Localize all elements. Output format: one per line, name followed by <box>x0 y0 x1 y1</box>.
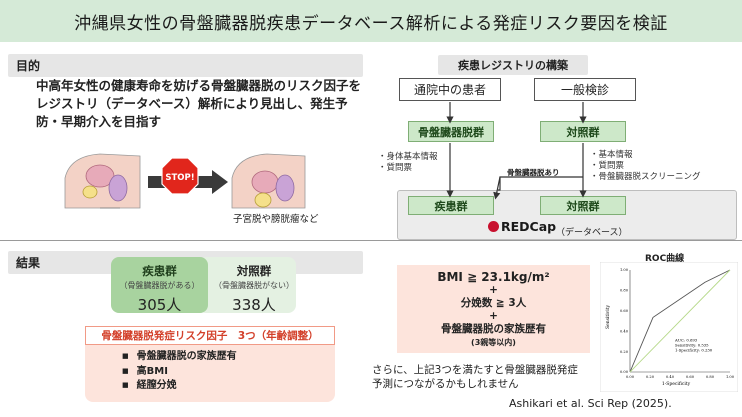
left-info-list: ・身体基本情報 ・質問票 <box>378 152 438 174</box>
right-info-item: ・質問票 <box>590 161 625 171</box>
roc-x-label: 1-Specificity <box>662 381 691 387</box>
control-group-sub: （骨盤臓器脱がない） <box>214 281 294 290</box>
combined-risk-line: 分娩数 ≧ 3人 <box>460 297 527 309</box>
combined-risk-line: + <box>489 310 498 322</box>
redcap-logo-icon <box>488 221 499 232</box>
roc-x-tick: 0.00 <box>626 375 635 379</box>
risk-factor-list: 骨盤臓器脱の家族歴有 高BMI 経膣分娩 <box>122 350 237 394</box>
registry-arrows <box>446 102 587 200</box>
objective-tab: 目的 <box>8 54 363 77</box>
risk-factor-item: 骨盤臓器脱の家族歴有 <box>122 350 237 365</box>
roc-y-tick: 0.60 <box>620 309 629 313</box>
risk-factor-item: 高BMI <box>122 365 237 380</box>
roc-y-label: Sensitivity <box>605 305 611 329</box>
disease-group-sub: （骨盤臓器脱がある） <box>119 281 200 290</box>
left-info-item: ・質問票 <box>378 163 413 173</box>
objective-text: 中高年女性の健康寿命を妨げる骨盤臓器脱のリスク因子をレジストリ（データベース）解… <box>36 78 362 129</box>
right-info-item: ・骨盤臓器脱スクリーニング <box>590 172 701 182</box>
citation: Ashikari et al. Sci Rep (2025). <box>509 397 672 410</box>
node-control-group: 対照群 <box>540 121 626 142</box>
redcap-logo-text: REDCap <box>501 219 557 234</box>
combined-risk-box: BMI ≧ 23.1kg/m² + 分娩数 ≧ 3人 + 骨盤臓器脱の家族歴有 … <box>397 265 590 353</box>
prediction-note: さらに、上記3つを満たすと骨盤臓器脱発症 予測につながるかもしれません <box>372 363 578 391</box>
control-group-count: 338人 <box>232 296 276 314</box>
roc-annotation: Sensitivity: 0.535 <box>675 342 709 347</box>
redcap-logo: REDCap <box>488 219 556 234</box>
results-tab-label: 結果 <box>16 256 41 270</box>
roc-chart: Sensitivity 1-Specificity 0.00 0.20 0.40 0.… <box>600 262 738 392</box>
database-label: （データベース） <box>556 228 628 238</box>
combined-risk-sub: (3親等以内) <box>471 338 516 347</box>
risk-factor-item: 経膣分娩 <box>122 379 237 394</box>
pelvis-after-icon <box>231 153 306 209</box>
pelvis-before-icon <box>64 153 141 209</box>
illustration-caption: 子宮脱や膀胱瘤など <box>233 214 319 225</box>
roc-y-tick: 0.00 <box>620 370 629 374</box>
prediction-note-line: 予測につながるかもしれません <box>372 378 519 390</box>
combined-risk-line: BMI ≧ 23.1kg/m² <box>437 270 550 284</box>
node-pop-group: 骨盤臓器脱群 <box>408 121 494 142</box>
roc-curve-line <box>629 269 731 373</box>
disease-group-count: 305人 <box>137 296 182 314</box>
roc-x-tick: 1.00 <box>726 375 735 379</box>
roc-y-tick: 0.80 <box>620 289 629 293</box>
prediction-note-line: さらに、上記3つを満たすと骨盤臓器脱発症 <box>372 364 578 376</box>
control-group-name: 対照群 <box>236 264 272 278</box>
control-group-box: 対照群 （骨盤臓器脱がない） 338人 <box>198 257 296 314</box>
roc-x-tick: 0.60 <box>686 375 695 379</box>
disease-group-box: 疾患群 （骨盤臓器脱がある） 305人 <box>111 257 208 314</box>
roc-reference-line <box>629 269 731 373</box>
stop-label: STOP! <box>165 173 194 183</box>
roc-y-tick: 1.00 <box>620 268 629 272</box>
roc-x-tick: 0.40 <box>666 375 675 379</box>
left-info-item: ・身体基本情報 <box>378 152 438 162</box>
combined-risk-line: 骨盤臓器脱の家族歴有 <box>441 323 546 335</box>
roc-y-tick: 0.40 <box>620 329 629 333</box>
roc-x-tick: 0.20 <box>646 375 655 379</box>
combined-risk-line: + <box>489 284 498 296</box>
section-divider <box>0 240 742 241</box>
roc-annotation: 1-Specificity: 0.230 <box>675 347 713 352</box>
registry-title: 疾患レジストリの構築 <box>438 55 588 75</box>
title-bar: 沖縄県女性の骨盤臓器脱疾患データベース解析による発症リスク要因を検証 <box>0 0 742 42</box>
stop-sign: STOP! <box>148 157 228 195</box>
roc-y-tick: 0.20 <box>620 350 629 354</box>
pelvic-illustration: STOP! <box>64 153 306 209</box>
node-outpatients: 通院中の患者 <box>399 78 501 101</box>
roc-x-tick: 0.80 <box>706 375 715 379</box>
node-control-final: 対照群 <box>540 196 626 215</box>
slide-title: 沖縄県女性の骨盤臓器脱疾患データベース解析による発症リスク要因を検証 <box>74 13 668 34</box>
arrow-label: 骨盤臓器脱あり <box>507 168 560 177</box>
roc-title: ROC曲線 <box>645 254 685 264</box>
node-health-checkup: 一般検診 <box>534 78 636 101</box>
objective-tab-label: 目的 <box>16 59 41 73</box>
risk-factor-header: 骨盤臓器脱発症リスク因子 3つ（年齢調整） <box>85 326 335 345</box>
disease-group-name: 疾患群 <box>142 264 177 278</box>
roc-annotation: AUC: 0.693 <box>674 337 698 342</box>
right-info-list: ・基本情報 ・質問票 ・骨盤臓器脱スクリーニング <box>590 150 701 183</box>
right-info-item: ・基本情報 <box>590 150 633 160</box>
